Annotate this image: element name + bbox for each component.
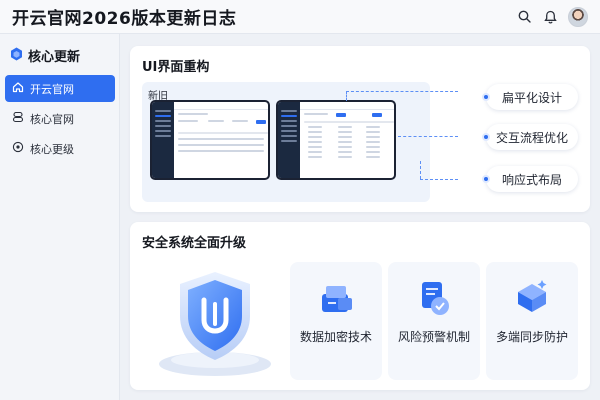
sidebar-item-label: 开云官网	[30, 82, 74, 96]
sidebar: 核心更新 开云官网 核心官网 核心更级	[0, 34, 120, 400]
card-label: 数据加密技术	[299, 330, 372, 344]
shield-icon	[152, 266, 278, 380]
warning-icon	[414, 278, 454, 318]
card-label: 风险预警机制	[397, 330, 470, 344]
ui-redesign-title: UI界面重构	[142, 60, 210, 75]
avatar[interactable]	[568, 6, 588, 27]
card-multi-sync-protection: 多端同步防护	[486, 262, 578, 380]
card-risk-warning: 风险预警机制	[388, 262, 480, 380]
old-new-comparison: 新旧	[142, 82, 430, 202]
feature-responsive-layout: 响应式布局	[482, 166, 578, 192]
feature-dot	[482, 175, 490, 183]
home-icon	[12, 81, 24, 96]
connector-line	[420, 179, 458, 180]
feature-dot	[482, 93, 490, 101]
search-icon[interactable]	[516, 9, 532, 25]
connector-line	[398, 136, 458, 137]
bell-icon[interactable]	[542, 9, 558, 25]
sidebar-item-label: 核心官网	[30, 112, 74, 126]
feature-dot	[482, 133, 490, 141]
users-icon	[12, 111, 24, 126]
hexagon-logo-icon	[10, 46, 23, 65]
sync-protect-icon	[512, 278, 552, 318]
encryption-icon	[316, 278, 356, 318]
feature-label: 扁平化设计	[501, 90, 562, 105]
sidebar-item-kaiyun-site[interactable]: 开云官网	[5, 75, 115, 102]
old-ui-mockup	[150, 100, 270, 180]
feature-label: 响应式布局	[501, 172, 562, 187]
connector-line	[420, 161, 421, 179]
feature-interaction-flow: 交互流程优化	[482, 124, 578, 150]
feature-flat-design: 扁平化设计	[482, 84, 578, 110]
app-header: 开云官网2026版本更新日志	[0, 0, 600, 34]
security-title: 安全系统全面升级	[142, 236, 247, 251]
connector-line	[346, 91, 347, 101]
connector-line	[346, 91, 458, 92]
sidebar-heading: 核心更新	[0, 46, 119, 75]
sidebar-item-label: 核心更级	[30, 142, 74, 156]
page-title: 开云官网2026版本更新日志	[12, 9, 237, 29]
new-ui-mockup	[276, 100, 396, 180]
comparison-label: 新旧	[148, 91, 168, 102]
card-data-encryption: 数据加密技术	[290, 262, 382, 380]
feature-label: 交互流程优化	[495, 130, 568, 145]
sidebar-heading-text: 核心更新	[28, 50, 81, 65]
header-actions	[516, 6, 588, 27]
target-icon	[12, 141, 24, 156]
card-label: 多端同步防护	[495, 330, 568, 344]
security-upgrade-panel: 安全系统全面升级	[130, 222, 590, 390]
ui-redesign-panel: UI界面重构 新旧	[130, 46, 590, 212]
sidebar-item-core-site[interactable]: 核心官网	[5, 105, 115, 132]
sidebar-item-core-upgrade[interactable]: 核心更级	[5, 135, 115, 162]
